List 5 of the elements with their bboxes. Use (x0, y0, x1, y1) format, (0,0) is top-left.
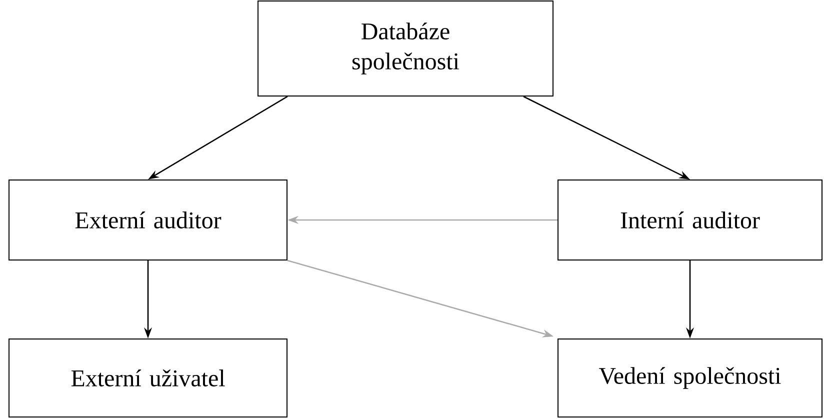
process-box: Externí auditor (8, 180, 288, 260)
process-box: Interní auditor (558, 180, 822, 260)
process-box: Vedení společnosti (558, 338, 822, 418)
process-box: Databáze společnosti (258, 0, 554, 96)
process-box: Externí uživatel (8, 338, 288, 418)
